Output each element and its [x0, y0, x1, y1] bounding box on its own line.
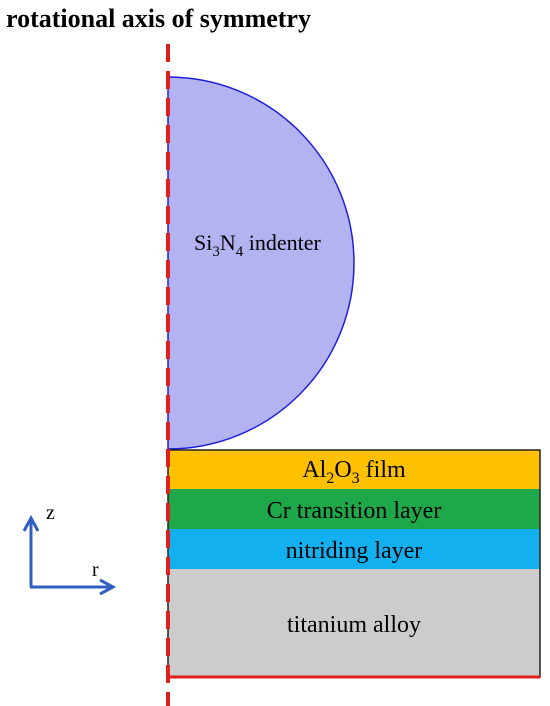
z-axis-label: z [46, 502, 55, 524]
coordinate-axes: z r [22, 502, 117, 596]
indenter-label: Si3N4 indenter [194, 230, 322, 260]
z-arrowhead-icon [22, 514, 40, 532]
nitriding-label: nitriding layer [286, 538, 423, 564]
page-title: rotational axis of symmetry [6, 4, 311, 33]
r-arrowhead-icon [99, 578, 117, 596]
cr-transition-label: Cr transition layer [267, 498, 442, 524]
cr-transition-layer [168, 489, 540, 529]
titanium-alloy-layer [168, 569, 540, 677]
nitriding-layer [168, 529, 540, 569]
al2o3-film-layer [168, 450, 540, 489]
indenter-shape [167, 76, 355, 450]
al2o3-film-label: Al2O3 film [302, 457, 406, 487]
r-axis-label: r [92, 559, 99, 581]
titanium-alloy-label: titanium alloy [287, 612, 421, 638]
